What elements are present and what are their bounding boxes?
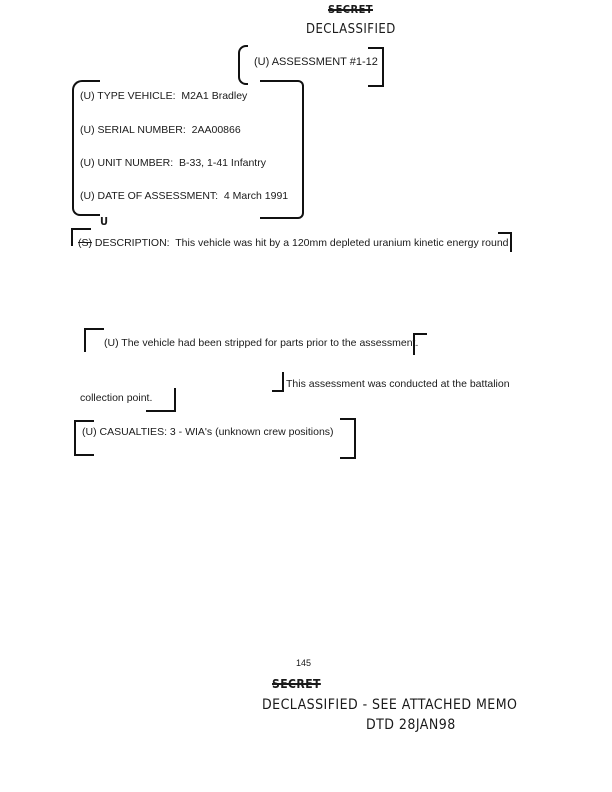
bracket [498, 232, 512, 252]
assessment-title: (U) ASSESSMENT #1-12 [254, 56, 378, 68]
bracket [260, 80, 304, 219]
header-secret-struck: SECRET [328, 3, 373, 16]
footer-dated: DTD 28JAN98 [366, 717, 456, 733]
bracket [146, 388, 176, 412]
casualties: (U) CASUALTIES: 3 - WIA's (unknown crew … [82, 426, 334, 438]
field-serial-number: (U) SERIAL NUMBER: 2AA00866 [80, 124, 241, 136]
marking-correction: U [100, 215, 109, 228]
field-type-vehicle: (U) TYPE VEHICLE: M2A1 Bradley [80, 90, 248, 102]
bracket [72, 80, 100, 216]
footer-declassified-note: DECLASSIFIED - SEE ATTACHED MEMO [262, 697, 518, 713]
bracket [238, 45, 248, 85]
paragraph-location-part2: collection point. [80, 392, 153, 404]
description-paragraph: (S) DESCRIPTION: This vehicle was hit by… [78, 237, 509, 249]
bracket [84, 328, 104, 352]
bracket [71, 228, 91, 246]
header-declassified-stamp: DECLASSIFIED [306, 22, 396, 37]
footer-secret-struck: SECRET [272, 677, 321, 691]
field-unit-number: (U) UNIT NUMBER: B-33, 1-41 Infantry [80, 157, 266, 169]
paragraph-stripped: (U) The vehicle had been stripped for pa… [104, 337, 419, 349]
paragraph-location-part1: This assessment was conducted at the bat… [286, 378, 510, 390]
field-date-of-assessment: (U) DATE OF ASSESSMENT: 4 March 1991 [80, 190, 289, 202]
bracket [340, 418, 356, 459]
bracket [272, 372, 284, 392]
page-number: 145 [296, 658, 312, 668]
bracket [74, 420, 94, 456]
bracket [368, 47, 384, 87]
bracket [413, 333, 427, 355]
